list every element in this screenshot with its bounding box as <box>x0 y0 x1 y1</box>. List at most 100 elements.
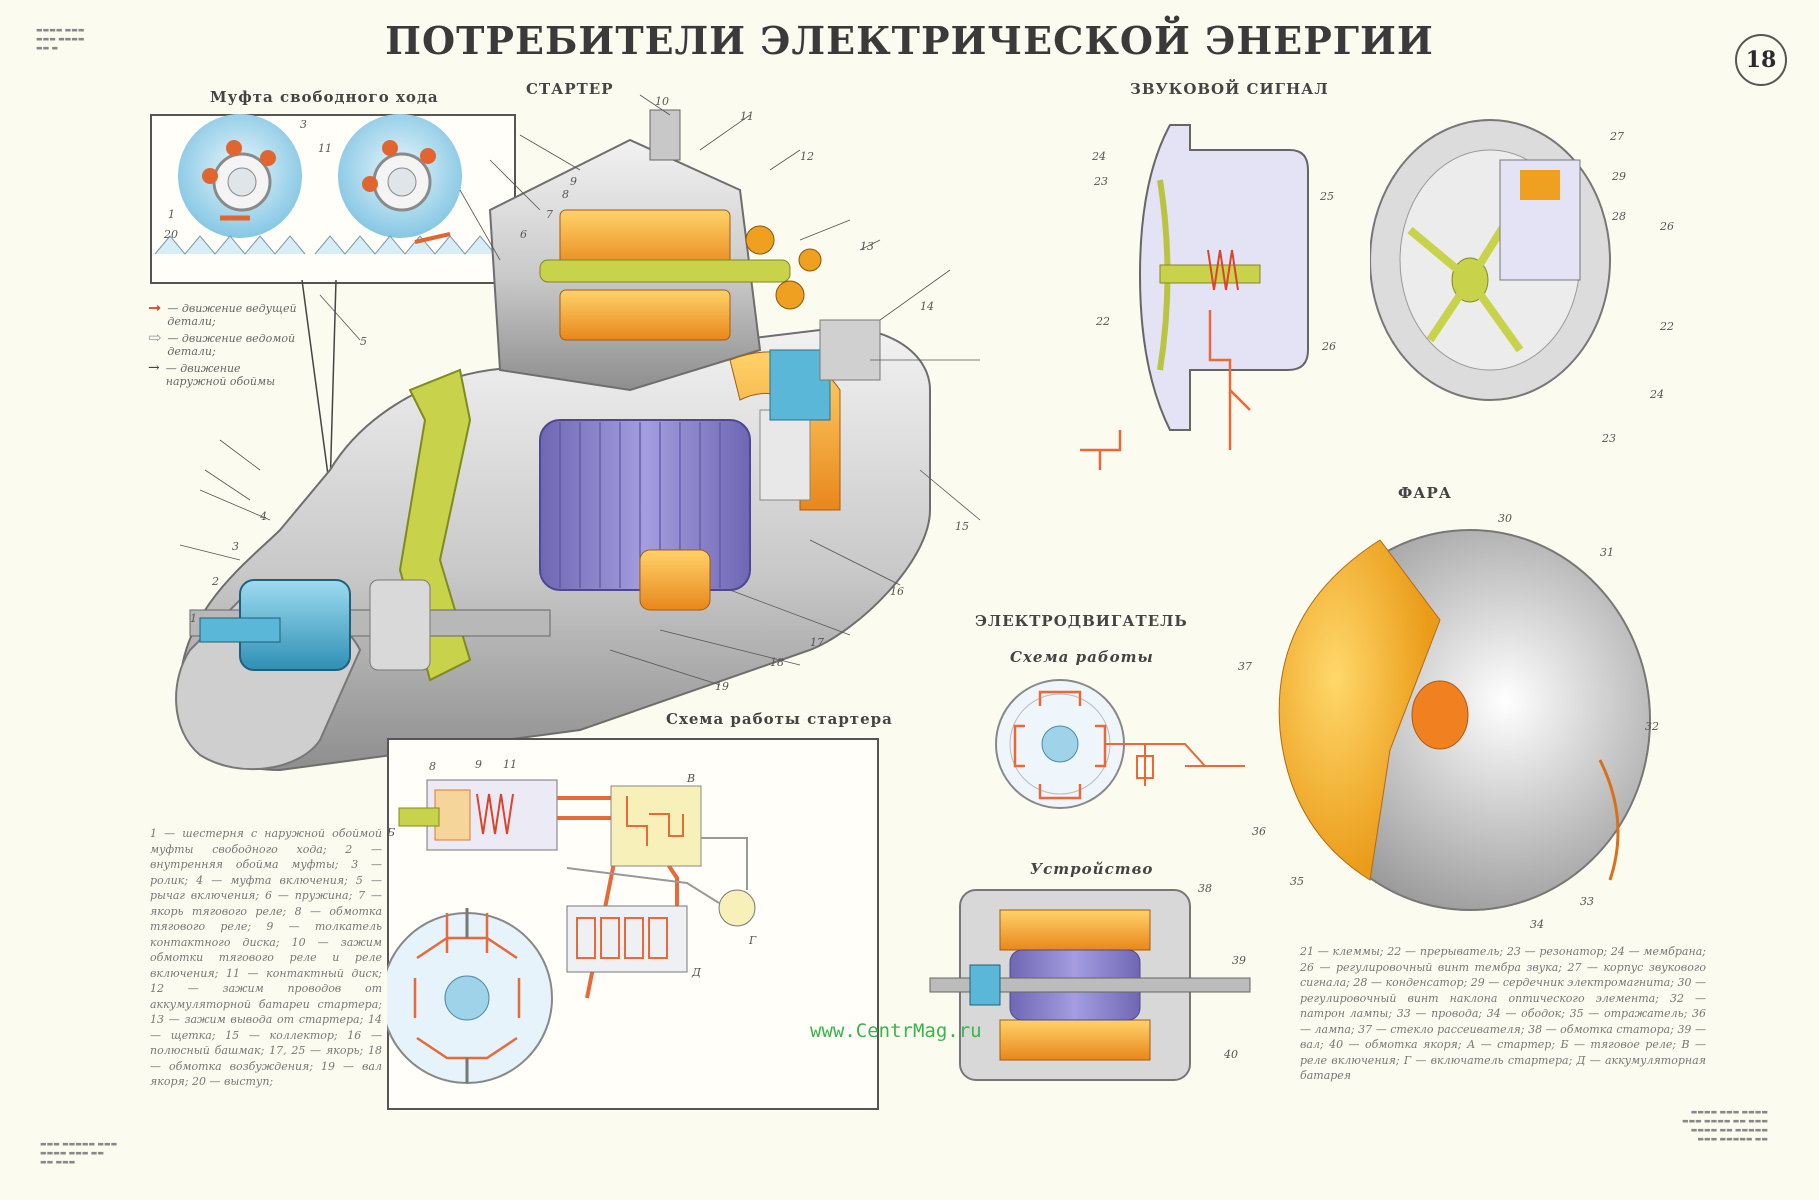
svg-text:15: 15 <box>955 520 969 533</box>
svg-text:39: 39 <box>1232 954 1246 967</box>
wires <box>1598 759 1620 881</box>
svg-text:26: 26 <box>1321 340 1336 353</box>
svg-text:Г: Г <box>748 934 757 947</box>
motion-key-item: ⇨ — движение ведомой детали; <box>148 330 298 359</box>
terminal-nut <box>798 248 822 272</box>
svg-text:26: 26 <box>1659 220 1674 233</box>
red-arrow-icon: ➞ <box>148 298 162 317</box>
svg-text:28: 28 <box>1611 210 1626 223</box>
svg-text:27: 27 <box>1609 130 1624 143</box>
svg-text:16: 16 <box>890 585 904 598</box>
svg-text:4: 4 <box>259 510 267 523</box>
svg-text:36: 36 <box>1252 825 1266 838</box>
starter-legend: 1 — шестерня с наружной обоймой муфты св… <box>150 827 382 1088</box>
motion-key-item: ➞ — движение ведущей детали; <box>148 298 298 329</box>
svg-text:22: 22 <box>1095 315 1110 328</box>
svg-text:37: 37 <box>1238 660 1252 673</box>
clutch-disc-right <box>314 114 496 255</box>
footer-imprint-right: ▬▬▬▬ ▬▬▬ ▬▬▬▬▬▬▬ ▬▬▬▬ ▬▬ ▬▬▬▬▬▬▬ ▬▬ ▬▬▬▬… <box>1681 1108 1768 1143</box>
horn-heading: ЗВУКОВОЙ СИГНАЛ <box>1130 80 1329 98</box>
svg-text:7: 7 <box>546 208 553 221</box>
thin-arrow-icon: → <box>148 360 160 376</box>
svg-text:10: 10 <box>655 95 669 108</box>
svg-text:11: 11 <box>740 110 754 123</box>
svg-text:А: А <box>387 894 389 907</box>
svg-text:11: 11 <box>503 758 517 771</box>
svg-text:14: 14 <box>920 300 934 313</box>
terminal <box>649 109 681 161</box>
svg-text:3: 3 <box>300 118 307 131</box>
svg-text:1: 1 <box>168 208 175 221</box>
motor-shaft <box>929 977 1251 993</box>
svg-text:13: 13 <box>860 240 874 253</box>
starter-switch <box>718 889 756 927</box>
diffuser-glass <box>1278 539 1441 881</box>
svg-text:В: В <box>686 772 695 785</box>
drive-shaft <box>199 617 281 643</box>
solenoid-winding <box>559 289 731 341</box>
svg-text:24: 24 <box>1091 150 1106 163</box>
svg-text:8: 8 <box>562 188 569 201</box>
pole-shoe <box>759 409 811 501</box>
svg-text:23: 23 <box>1093 175 1108 188</box>
svg-text:35: 35 <box>1290 875 1304 888</box>
svg-text:31: 31 <box>1600 546 1614 559</box>
svg-text:24: 24 <box>1649 388 1664 401</box>
wire <box>1105 743 1245 786</box>
svg-text:40: 40 <box>1223 1048 1238 1061</box>
svg-text:17: 17 <box>810 636 824 649</box>
svg-text:Д: Д <box>691 966 702 979</box>
motion-key-label: — движение наружной обоймы <box>165 362 276 388</box>
stator-winding <box>999 1019 1151 1061</box>
svg-text:Б: Б <box>387 826 395 839</box>
svg-text:34: 34 <box>1530 918 1544 930</box>
headlight-illustration: 30 31 37 32 36 35 33 34 <box>1238 512 1659 930</box>
page-number-badge: 18 <box>1735 34 1787 86</box>
plunger <box>539 259 791 283</box>
clutch-collar <box>369 579 431 671</box>
svg-text:30: 30 <box>1498 512 1512 525</box>
svg-text:5: 5 <box>360 335 367 348</box>
headlight-heading: ФАРА <box>1398 484 1452 502</box>
clutch-heading: Муфта свободного хода <box>210 88 439 106</box>
svg-text:1: 1 <box>190 612 197 625</box>
terminal-nut <box>745 225 775 255</box>
battery <box>566 905 688 973</box>
svg-text:2: 2 <box>211 575 219 588</box>
starter-scheme-heading: Схема работы стартера <box>666 710 893 728</box>
svg-text:33: 33 <box>1580 895 1594 908</box>
motor-device-illustration: 38 39 40 <box>929 882 1251 1081</box>
svg-text:9: 9 <box>570 175 577 188</box>
svg-text:22: 22 <box>1659 320 1674 333</box>
svg-text:12: 12 <box>800 150 814 163</box>
motor-scheme-diagram <box>995 679 1245 809</box>
svg-text:20: 20 <box>163 228 178 241</box>
wire <box>1080 310 1251 470</box>
motion-key-label: — движение ведомой детали; <box>167 332 296 358</box>
starter-heading: СТАРТЕР <box>526 80 614 98</box>
svg-text:3: 3 <box>232 540 239 553</box>
svg-text:25: 25 <box>1319 190 1334 203</box>
motor-commutator <box>969 964 1001 1006</box>
field-winding <box>639 549 711 611</box>
svg-text:8: 8 <box>429 760 436 773</box>
clutch-illustration: 311 120 <box>154 114 496 255</box>
watermark-text: www.CentrMag.ru <box>810 1020 982 1042</box>
terminal-nut <box>775 280 805 310</box>
svg-text:32: 32 <box>1645 720 1659 733</box>
svg-text:19: 19 <box>715 680 729 693</box>
svg-text:29: 29 <box>1611 170 1626 183</box>
footer-imprint-left: ▬▬▬ ▬▬▬▬▬ ▬▬▬▬▬▬▬ ▬▬▬ ▬▬▬▬ ▬▬▬ <box>40 1140 118 1166</box>
motor-device-heading: Устройство <box>1030 860 1154 878</box>
svg-text:9: 9 <box>475 758 482 771</box>
svg-text:6: 6 <box>520 228 527 241</box>
publisher-imprint: ▬▬▬▬ ▬▬▬▬▬▬ ▬▬▬▬▬▬ ▬ <box>36 26 85 52</box>
svg-text:18: 18 <box>770 656 784 669</box>
motion-key-item: → — движение наружной обоймы <box>148 360 298 388</box>
page-title: ПОТРЕБИТЕЛИ ЭЛЕКТРИЧЕСКОЙ ЭНЕРГИИ <box>385 18 1434 63</box>
svg-text:38: 38 <box>1198 882 1212 895</box>
lamp <box>1411 680 1469 750</box>
horn-section-diagram: 24 23 25 22 26 <box>1080 124 1336 470</box>
